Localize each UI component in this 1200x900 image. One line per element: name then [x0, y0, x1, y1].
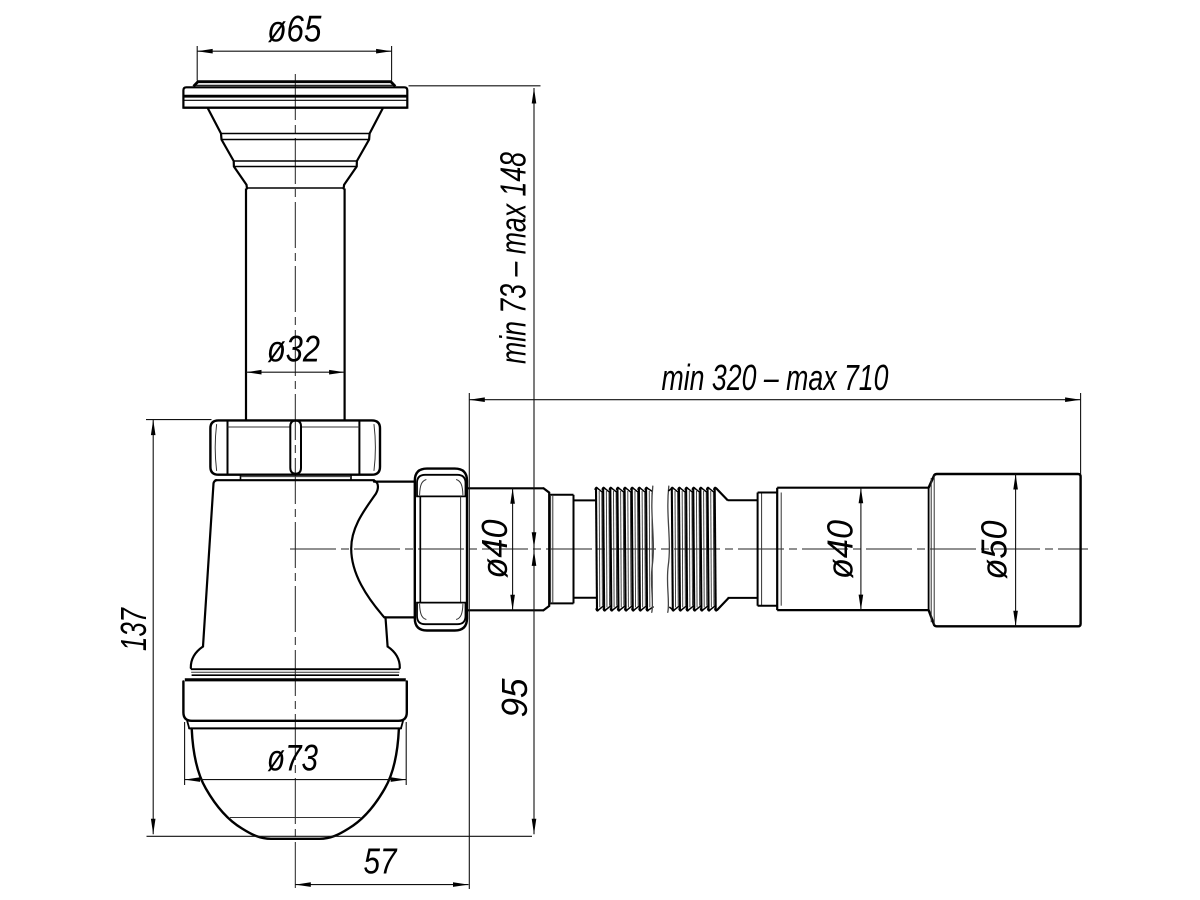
svg-text:min 73 – max 148: min 73 – max 148: [493, 152, 534, 364]
svg-text:ø40: ø40: [474, 520, 515, 579]
svg-text:57: 57: [364, 841, 399, 882]
svg-text:ø65: ø65: [267, 9, 321, 50]
svg-text:95: 95: [494, 678, 535, 718]
svg-text:137: 137: [113, 607, 154, 651]
svg-text:min 320 – max 710: min 320 – max 710: [662, 357, 889, 398]
svg-text:ø40: ø40: [820, 520, 861, 579]
svg-text:ø32: ø32: [267, 329, 320, 370]
svg-text:ø73: ø73: [267, 738, 318, 779]
svg-text:ø50: ø50: [974, 521, 1015, 580]
